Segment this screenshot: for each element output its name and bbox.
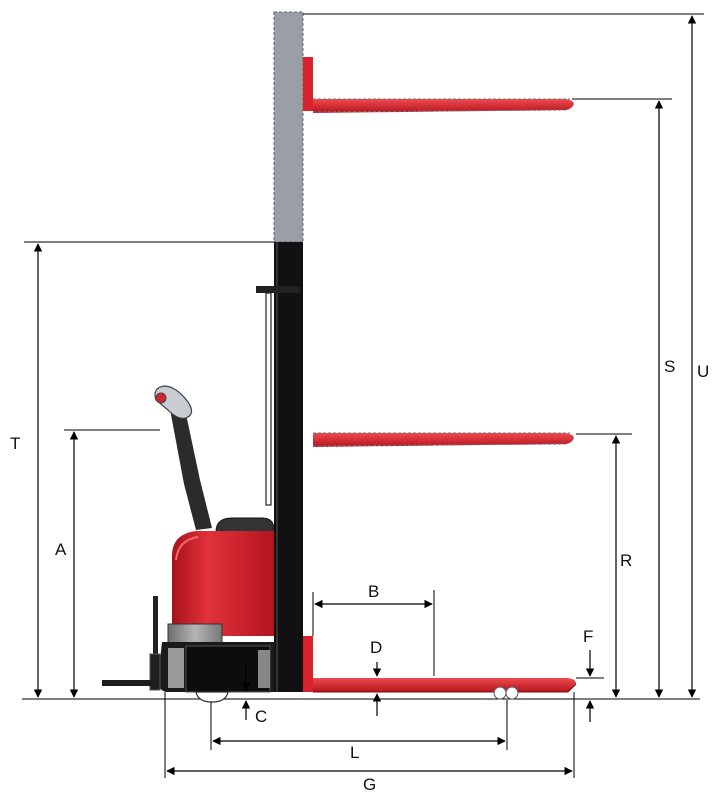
load-wheel-1: [493, 686, 507, 700]
fork-lower: [313, 678, 576, 692]
mast-crossbar: [256, 286, 300, 293]
rear-pole: [153, 596, 158, 656]
tiller-button: [155, 392, 167, 404]
label-u: U: [697, 362, 709, 381]
load-wheel-2: [505, 686, 519, 700]
rear-switch: [149, 653, 161, 691]
tiller-arm: [168, 398, 212, 530]
hydraulic-cylinder: [265, 292, 272, 506]
drive-cover: [185, 645, 271, 693]
label-d: D: [370, 638, 382, 657]
label-b: B: [368, 582, 379, 601]
fork-carriage-lower: [303, 636, 313, 692]
label-a: A: [55, 540, 67, 559]
mast-extended-section: [273, 11, 304, 243]
fork-carriage-upper: [303, 57, 313, 111]
dimension-arrows: [33, 15, 697, 776]
fork-middle: [313, 433, 574, 447]
fork-upper: [313, 99, 574, 113]
label-r: R: [620, 551, 632, 570]
label-f: F: [583, 627, 593, 646]
label-l: L: [350, 743, 359, 762]
mast-lower: [274, 242, 303, 692]
rear-footbar: [102, 680, 158, 686]
label-t: T: [10, 434, 20, 453]
drive-wheel: [195, 691, 229, 703]
label-g: G: [363, 775, 376, 792]
battery-cover: [215, 517, 275, 535]
label-s: S: [664, 357, 675, 376]
label-c: C: [255, 707, 267, 726]
main-body: [172, 531, 274, 636]
extension-lines: [24, 13, 704, 778]
